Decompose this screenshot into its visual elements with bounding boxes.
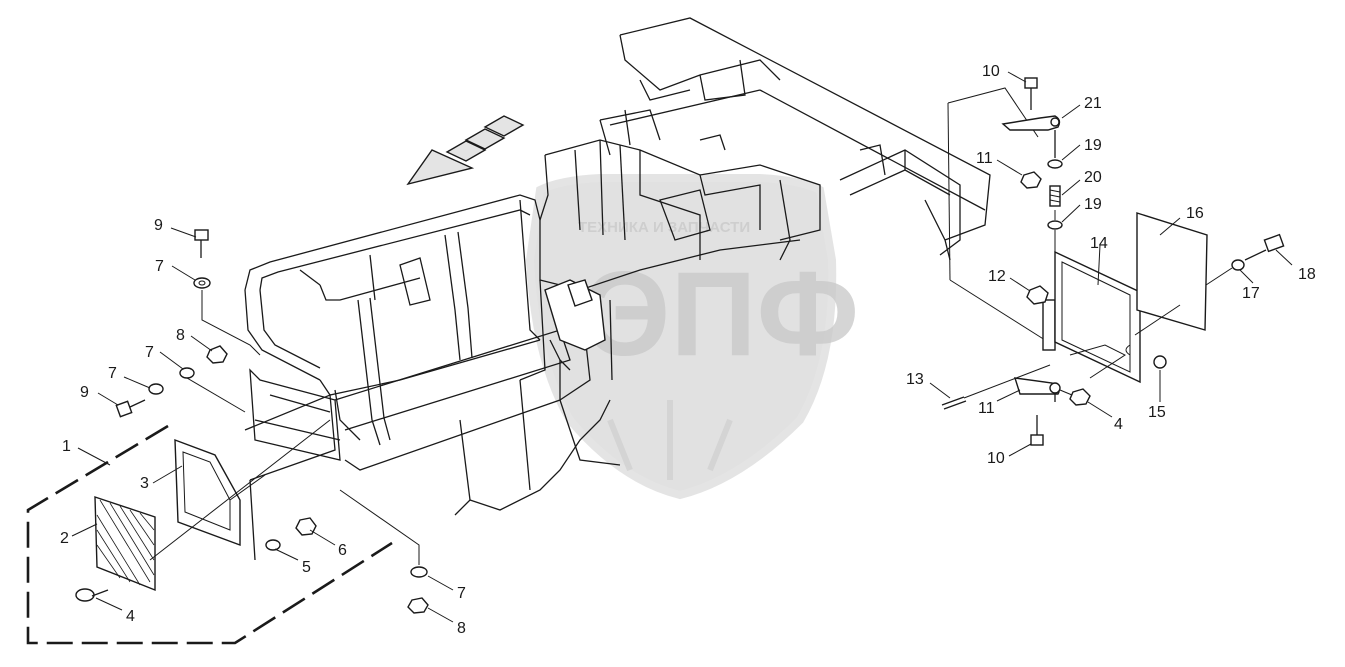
washer-7-mid xyxy=(179,367,195,379)
bolt-18 xyxy=(1244,233,1285,261)
callout-11-top: 11 xyxy=(976,150,993,167)
callout-7-upper: 7 xyxy=(155,258,164,275)
washer-7-upper xyxy=(193,277,211,289)
direction-arrow-icon xyxy=(406,115,525,186)
chassis-frame xyxy=(244,17,991,516)
nut-12 xyxy=(1026,285,1049,305)
washer-7-bottom xyxy=(410,566,428,578)
callout-labels: 1 2 3 4 5 6 7 7 7 7 8 8 9 9 10 10 11 11 … xyxy=(60,63,1316,637)
watermark-logo-text: ЭПФ xyxy=(585,247,859,381)
callout-20: 20 xyxy=(1084,169,1102,186)
leader-lines xyxy=(71,71,1293,623)
bolt-9-lower xyxy=(115,399,146,418)
watermark-shield xyxy=(525,174,837,500)
callout-13: 13 xyxy=(906,371,924,388)
flap-frame-14 xyxy=(1054,250,1141,384)
callout-9-lower: 9 xyxy=(80,384,89,401)
callout-8-upper: 8 xyxy=(176,327,185,344)
callout-19-bottom: 19 xyxy=(1084,196,1102,213)
assembly-boundary-1 xyxy=(26,424,393,645)
callout-12: 12 xyxy=(988,268,1006,285)
callout-10-top: 10 xyxy=(982,63,1000,80)
left-plate-assembly xyxy=(26,394,393,645)
callout-15: 15 xyxy=(1148,404,1166,421)
mud-flap-16 xyxy=(1136,212,1208,331)
callout-9-upper: 9 xyxy=(154,217,163,234)
washer-17 xyxy=(1231,259,1245,271)
right-flap-assembly xyxy=(941,77,1285,446)
callout-21: 21 xyxy=(1084,95,1102,112)
callout-4-right: 4 xyxy=(1114,416,1123,433)
callout-5: 5 xyxy=(302,559,311,576)
callout-7-bottom: 7 xyxy=(457,585,466,602)
callout-3: 3 xyxy=(140,475,149,492)
callout-6: 6 xyxy=(338,542,347,559)
nut-8-bottom xyxy=(407,597,429,614)
callout-8-bottom: 8 xyxy=(457,620,466,637)
screw-4-left xyxy=(75,588,109,602)
callout-1: 1 xyxy=(62,438,71,455)
pin-13 xyxy=(941,364,1051,410)
watermark-arc-text: ТЕХНИКА И ЗАПЧАСТИ xyxy=(578,219,750,236)
reflector-plate-2 xyxy=(94,496,156,592)
nut-6 xyxy=(295,517,317,536)
callout-14: 14 xyxy=(1090,235,1108,252)
bolt-10-top xyxy=(1024,77,1038,110)
nut-8-upper xyxy=(206,345,228,364)
callout-2: 2 xyxy=(60,530,69,547)
washer-19-top xyxy=(1047,159,1063,169)
nut-4-right xyxy=(1069,388,1091,406)
pivot-tube xyxy=(1042,299,1056,351)
callout-7-lower: 7 xyxy=(108,365,117,382)
callout-17: 17 xyxy=(1242,285,1260,302)
callout-11-bottom: 11 xyxy=(978,400,995,417)
gasket-frame-3 xyxy=(174,438,241,547)
spring-20 xyxy=(1049,185,1061,207)
callout-7-mid: 7 xyxy=(145,344,154,361)
bolt-10-bottom xyxy=(1030,415,1044,446)
callout-16: 16 xyxy=(1186,205,1204,222)
washer-5 xyxy=(265,539,281,551)
watermark-logo: ТЕХНИКА И ЗАПЧАСТИ ЭПФ xyxy=(525,174,859,500)
callout-19-top: 19 xyxy=(1084,137,1102,154)
left-fasteners xyxy=(115,229,429,614)
bolt-9-upper xyxy=(194,229,209,258)
callout-4-left: 4 xyxy=(126,608,135,625)
cap-15 xyxy=(1153,355,1167,369)
washer-19-bottom xyxy=(1047,220,1063,230)
callout-18: 18 xyxy=(1298,266,1316,283)
washer-7-lower xyxy=(148,383,164,395)
nut-11-top xyxy=(1020,171,1042,189)
callout-10-bottom: 10 xyxy=(987,450,1005,467)
wheat-emblem xyxy=(607,400,733,480)
